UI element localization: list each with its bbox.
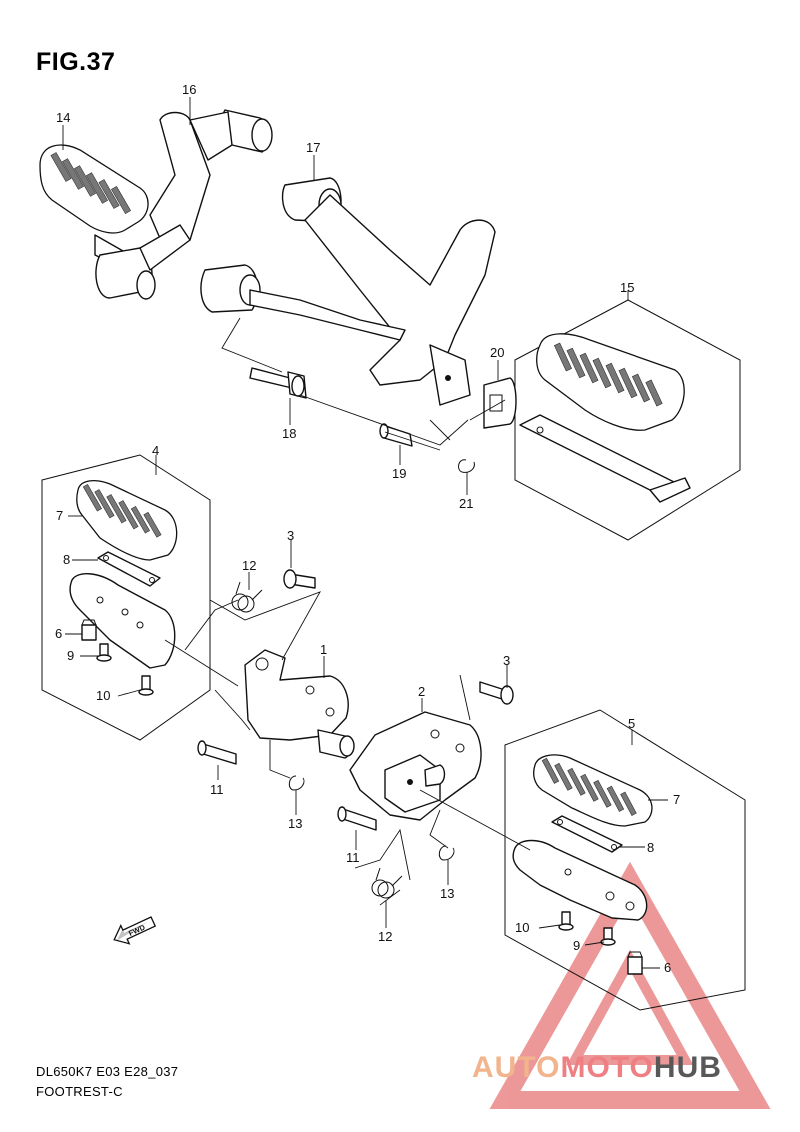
part-3-bolt-right [479, 681, 514, 705]
footrest-bracket-right [512, 839, 648, 921]
callout-labels: 14 16 17 18 19 20 21 15 4 7 8 12 3 6 9 1… [55, 82, 680, 975]
part-21-clip [458, 459, 475, 473]
callout-18: 18 [282, 426, 296, 441]
part-11-pin-center [337, 806, 377, 831]
callout-3-right: 3 [503, 653, 510, 668]
section-name: FOOTREST-C [36, 1084, 123, 1099]
callout-8-right: 8 [647, 840, 654, 855]
part-7-footrest-rubber-left [76, 479, 178, 561]
callout-20: 20 [490, 345, 504, 360]
part-6-nut-left [81, 619, 97, 641]
callout-5: 5 [628, 716, 635, 731]
callout-15: 15 [620, 280, 634, 295]
callout-16: 16 [182, 82, 196, 97]
callout-9-left: 9 [67, 648, 74, 663]
part-10-bolt-right [558, 911, 574, 931]
callout-10-left: 10 [96, 688, 110, 703]
watermark-logo: AUTOMOTOHUB [472, 1051, 722, 1085]
part-11-pin-left [197, 740, 237, 765]
callout-7-right: 7 [673, 792, 680, 807]
assembly-lines [164, 317, 531, 906]
callout-6-right: 6 [664, 960, 671, 975]
part-10-bolt-left [138, 675, 154, 696]
footrest-bracket-left [69, 573, 176, 669]
part-7-footrest-rubber-right [533, 754, 653, 827]
group-box-5 [504, 709, 746, 1011]
callout-13-left: 13 [288, 816, 302, 831]
part-18-bolt [249, 367, 307, 399]
callout-21: 21 [459, 496, 473, 511]
part-6-nut-right [627, 951, 643, 975]
callout-11-left: 11 [210, 782, 224, 797]
part-16-bracket [95, 109, 273, 300]
callout-12-upper: 12 [242, 558, 256, 573]
callout-7-left: 7 [56, 508, 63, 523]
part-9-bolt-left [96, 643, 112, 662]
group-box-4 [41, 454, 211, 741]
callout-13-center: 13 [440, 886, 454, 901]
callout-4: 4 [152, 443, 159, 458]
part-12-spring-upper [231, 581, 263, 613]
callout-17: 17 [306, 140, 320, 155]
logo-part-hub: HUB [653, 1051, 722, 1084]
part-8-plate-right [551, 815, 623, 853]
logo-part-auto: AUTO [472, 1051, 561, 1084]
callout-9-right: 9 [573, 938, 580, 953]
leader-lines [62, 97, 668, 969]
figure-title: FIG.37 [36, 48, 116, 76]
callout-8-left: 8 [63, 552, 70, 567]
callout-1: 1 [320, 642, 327, 657]
logo-part-moto: MOTO [560, 1051, 654, 1084]
part-2-bracket [349, 711, 482, 821]
part-13-clip-center [438, 845, 455, 861]
part-13-clip-left [288, 775, 305, 791]
part-3-bolt-upper [283, 569, 316, 589]
part-19-pin [379, 423, 413, 447]
part-1-bracket [244, 649, 355, 759]
model-code: DL650K7 E03 E28_037 [36, 1064, 179, 1079]
part-15-footrest-assy [519, 333, 691, 503]
callout-12-lower: 12 [378, 929, 392, 944]
part-17-bracket [200, 177, 496, 406]
part-8-plate-left [97, 551, 161, 587]
part-12-spring-lower [371, 867, 403, 899]
watermark-triangle [489, 861, 771, 1109]
part-14-footrest-rubber [39, 144, 149, 273]
callout-10-right: 10 [515, 920, 529, 935]
part-9-bolt-right [600, 927, 616, 946]
callout-3-upper: 3 [287, 528, 294, 543]
callout-14: 14 [56, 110, 70, 125]
callout-11-center: 11 [346, 850, 360, 865]
callout-2: 2 [418, 684, 425, 699]
callout-6-left: 6 [55, 626, 62, 641]
fwd-arrow-icon: FWD [113, 916, 157, 945]
callout-19: 19 [392, 466, 406, 481]
